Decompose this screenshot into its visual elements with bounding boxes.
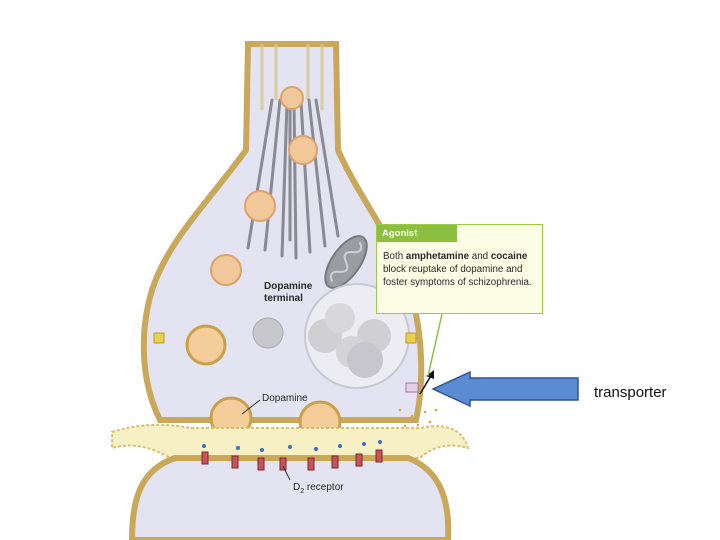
receptor-leader [282,465,291,481]
membrane-channel-left [153,332,165,344]
microtubules [246,98,340,260]
transporter-protein [405,382,419,393]
reuptake-arrowhead [426,370,434,379]
agonist-text: Both amphetamine and cocaine block reupt… [383,251,532,288]
transporter-label: transporter [594,384,667,401]
dopamine-molecules [202,440,382,452]
mitochondrion [324,235,368,289]
dopamine-label: Dopamine [262,393,308,404]
dopamine-leader [241,399,261,415]
agonist-callout: Agonist Both amphetamine and cocaine blo… [376,224,543,314]
axon-fibers [260,44,324,110]
receptor-label: D2 receptor [293,482,344,495]
terminal-label: Dopamine terminal [264,281,313,304]
agonist-header: Agonist [377,225,457,242]
membrane-channel-right [405,332,417,344]
synaptic-cleft [111,423,470,459]
callout-line [427,313,443,377]
d2-receptors [201,449,383,471]
pointer-arrow [431,370,579,408]
postsynaptic-cell [128,455,452,540]
released-dopamine-dots [393,408,438,428]
